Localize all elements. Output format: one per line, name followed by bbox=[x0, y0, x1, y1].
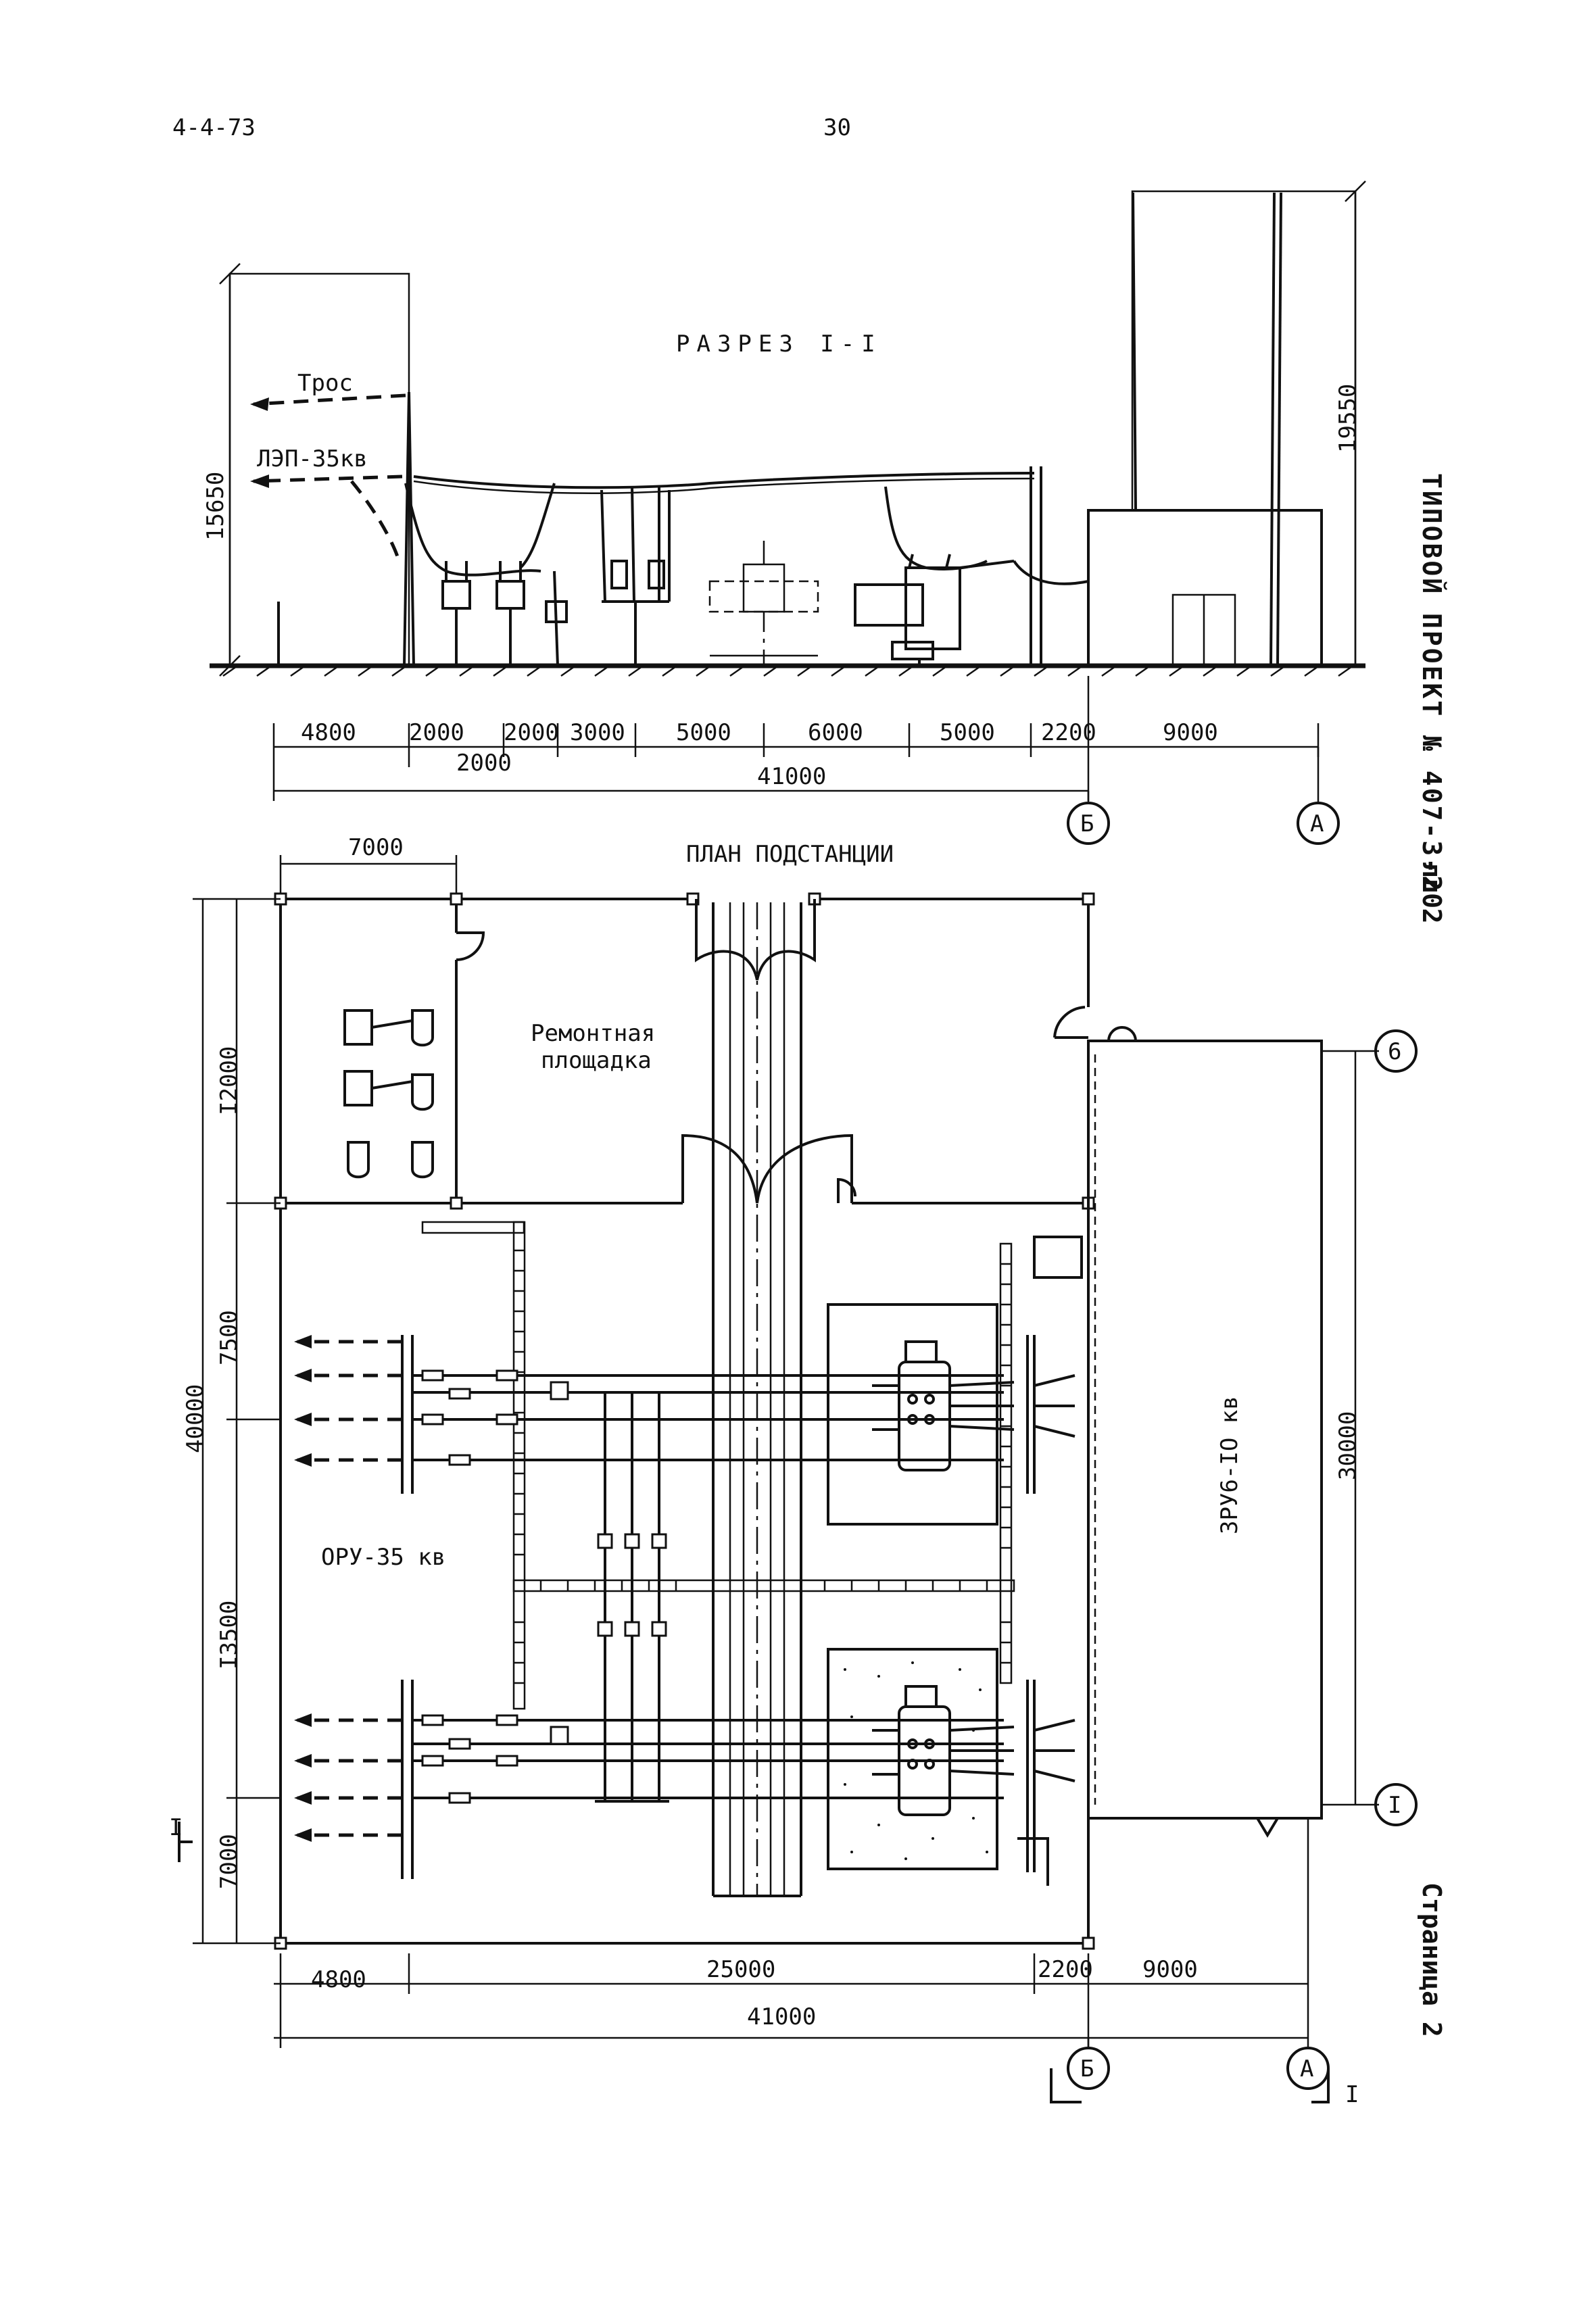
page-label: Страница 2 bbox=[1417, 1882, 1447, 2037]
drop-2 bbox=[519, 483, 556, 569]
axis-b-bubble-section bbox=[1067, 802, 1110, 845]
plan-dim-left-2: 7500 bbox=[216, 1310, 243, 1365]
section-equipment-left bbox=[441, 561, 568, 666]
plan-dim-top: 7000 bbox=[348, 834, 404, 861]
axis-1-label: I bbox=[1388, 1792, 1401, 1819]
portal-insulators bbox=[597, 1533, 667, 1637]
line-arrowhead bbox=[250, 474, 269, 488]
height-right-label: 19550 bbox=[1334, 384, 1361, 453]
sect-dim-4: 3000 bbox=[570, 719, 625, 746]
sect-dim-8: 2200 bbox=[1041, 719, 1096, 746]
drop-lead bbox=[350, 480, 401, 562]
section-view: РАЗРЕЗ I-I Трос ЛЭП-35кв bbox=[202, 180, 1366, 845]
plan-dim-bottom-1: 4800 bbox=[311, 1966, 366, 1993]
plan-left-dims bbox=[193, 898, 281, 1945]
sect-dim-below: 2000 bbox=[456, 750, 512, 777]
right-masts bbox=[1132, 192, 1282, 666]
bus-conductor bbox=[413, 472, 1035, 489]
project-title: ТИПОВОЙ ПРОЕКТ № 407-3-20 bbox=[1417, 473, 1447, 910]
ground-hatch bbox=[222, 665, 1353, 677]
section-mark-bottom-right bbox=[1311, 2068, 1330, 2103]
plan-dim-left-3: I3500 bbox=[216, 1601, 243, 1670]
plan-dim-bottom-total: 41000 bbox=[747, 2003, 816, 2030]
plan-dim-bottom-2: 25000 bbox=[706, 1956, 775, 1983]
oru-bay-1 bbox=[294, 1335, 1004, 1494]
page-number: 30 bbox=[823, 114, 851, 141]
repair-label-1: Ремонтная bbox=[531, 1020, 655, 1047]
fence-posts bbox=[274, 892, 1095, 1950]
zru-bushings bbox=[1026, 1335, 1075, 1872]
sect-dim-2: 2000 bbox=[409, 719, 464, 746]
plan-top-dim bbox=[279, 855, 458, 899]
section-title: РАЗРЕЗ I-I bbox=[676, 331, 882, 358]
plan-title: ПЛАН ПОДСТАНЦИИ bbox=[686, 841, 894, 868]
axis-b-bubble-plan bbox=[1067, 2047, 1110, 2090]
axis-6-label: 6 bbox=[1388, 1038, 1401, 1065]
section-marker-left bbox=[178, 1822, 193, 1862]
repair-area-equipment bbox=[343, 1009, 434, 1179]
tros-arrowhead bbox=[250, 397, 269, 411]
plan-view: ПЛАН ПОДСТАНЦИИ 7000 bbox=[169, 834, 1418, 2108]
axis-b-label-plan: Б bbox=[1080, 2055, 1094, 2082]
plan-dim-right: 30000 bbox=[1334, 1411, 1361, 1480]
zru-building-section bbox=[1087, 509, 1323, 667]
section-center-equipment bbox=[708, 541, 819, 666]
plan-dim-left-4: 7000 bbox=[216, 1834, 243, 1889]
repair-label-2: площадка bbox=[541, 1047, 652, 1074]
oru-bay-2 bbox=[294, 1680, 1004, 1879]
sect-dim-1: 4800 bbox=[301, 719, 356, 746]
line-arrow bbox=[253, 474, 403, 483]
oru-label: ОРУ-35 кв bbox=[321, 1544, 445, 1571]
section-marker-left-label: I bbox=[169, 1814, 183, 1841]
plan-dim-left-total: 40000 bbox=[182, 1384, 209, 1453]
section-mark-bottom-label: I bbox=[1345, 2081, 1359, 2108]
section-right-portal bbox=[1013, 466, 1089, 666]
zru-label: ЗРУ6-IO кв bbox=[1216, 1396, 1243, 1534]
rail-tracks bbox=[729, 902, 785, 1896]
busbar-portal bbox=[595, 1391, 669, 1803]
section-mark-bottom-left bbox=[1050, 2068, 1082, 2103]
sect-dim-total: 41000 bbox=[757, 763, 826, 790]
section-portal bbox=[600, 485, 671, 666]
sheet-label: лл 2 bbox=[1417, 862, 1447, 924]
line-label: ЛЭП-35кв bbox=[257, 445, 368, 472]
axis-a-bubble-section bbox=[1297, 802, 1340, 845]
sect-dim-9: 9000 bbox=[1163, 719, 1218, 746]
zru-building-plan bbox=[1087, 1026, 1323, 1838]
fence bbox=[279, 898, 1090, 1945]
cable-trench bbox=[421, 1221, 1015, 1710]
plan-dim-left-1: I2000 bbox=[216, 1046, 243, 1115]
height-left-label: 15650 bbox=[202, 472, 229, 541]
corner-bracket bbox=[1017, 1837, 1049, 1886]
axis-b-label-section: Б bbox=[1080, 810, 1094, 837]
sect-dim-5: 5000 bbox=[676, 719, 731, 746]
height-dim-right bbox=[1345, 180, 1366, 666]
section-transformer bbox=[854, 554, 1015, 666]
plan-dim-bottom-4: 9000 bbox=[1142, 1956, 1198, 1983]
tros-arrow bbox=[253, 393, 406, 406]
doc-code: 4-4-73 bbox=[172, 114, 256, 141]
plan-right-dim bbox=[1322, 1050, 1379, 1806]
aux-box bbox=[1033, 1236, 1083, 1279]
transformer-1 bbox=[872, 1340, 1015, 1471]
axis-a-label-plan: А bbox=[1300, 2055, 1313, 2082]
sect-dim-6: 6000 bbox=[808, 719, 863, 746]
transformer-2-pad bbox=[827, 1648, 998, 1870]
section-dim-lines bbox=[272, 676, 1320, 801]
axis-a-label-section: А bbox=[1310, 810, 1324, 837]
axis-6-bubble bbox=[1374, 1029, 1418, 1073]
transformer-2 bbox=[872, 1685, 1015, 1816]
drop-3 bbox=[884, 486, 988, 570]
tros-label: Трос bbox=[297, 370, 353, 397]
plan-bottom-dims bbox=[274, 1818, 1309, 2048]
height-dim-left bbox=[219, 263, 241, 677]
sect-dim-3: 2000 bbox=[504, 719, 559, 746]
plan-dim-bottom-3: 2200 bbox=[1038, 1956, 1093, 1983]
sect-dim-7: 5000 bbox=[940, 719, 995, 746]
left-portal-mast bbox=[403, 391, 415, 666]
axis-1-bubble bbox=[1374, 1783, 1418, 1826]
bus-conductor-2 bbox=[413, 477, 1035, 495]
transformer-1-pad bbox=[827, 1303, 998, 1526]
